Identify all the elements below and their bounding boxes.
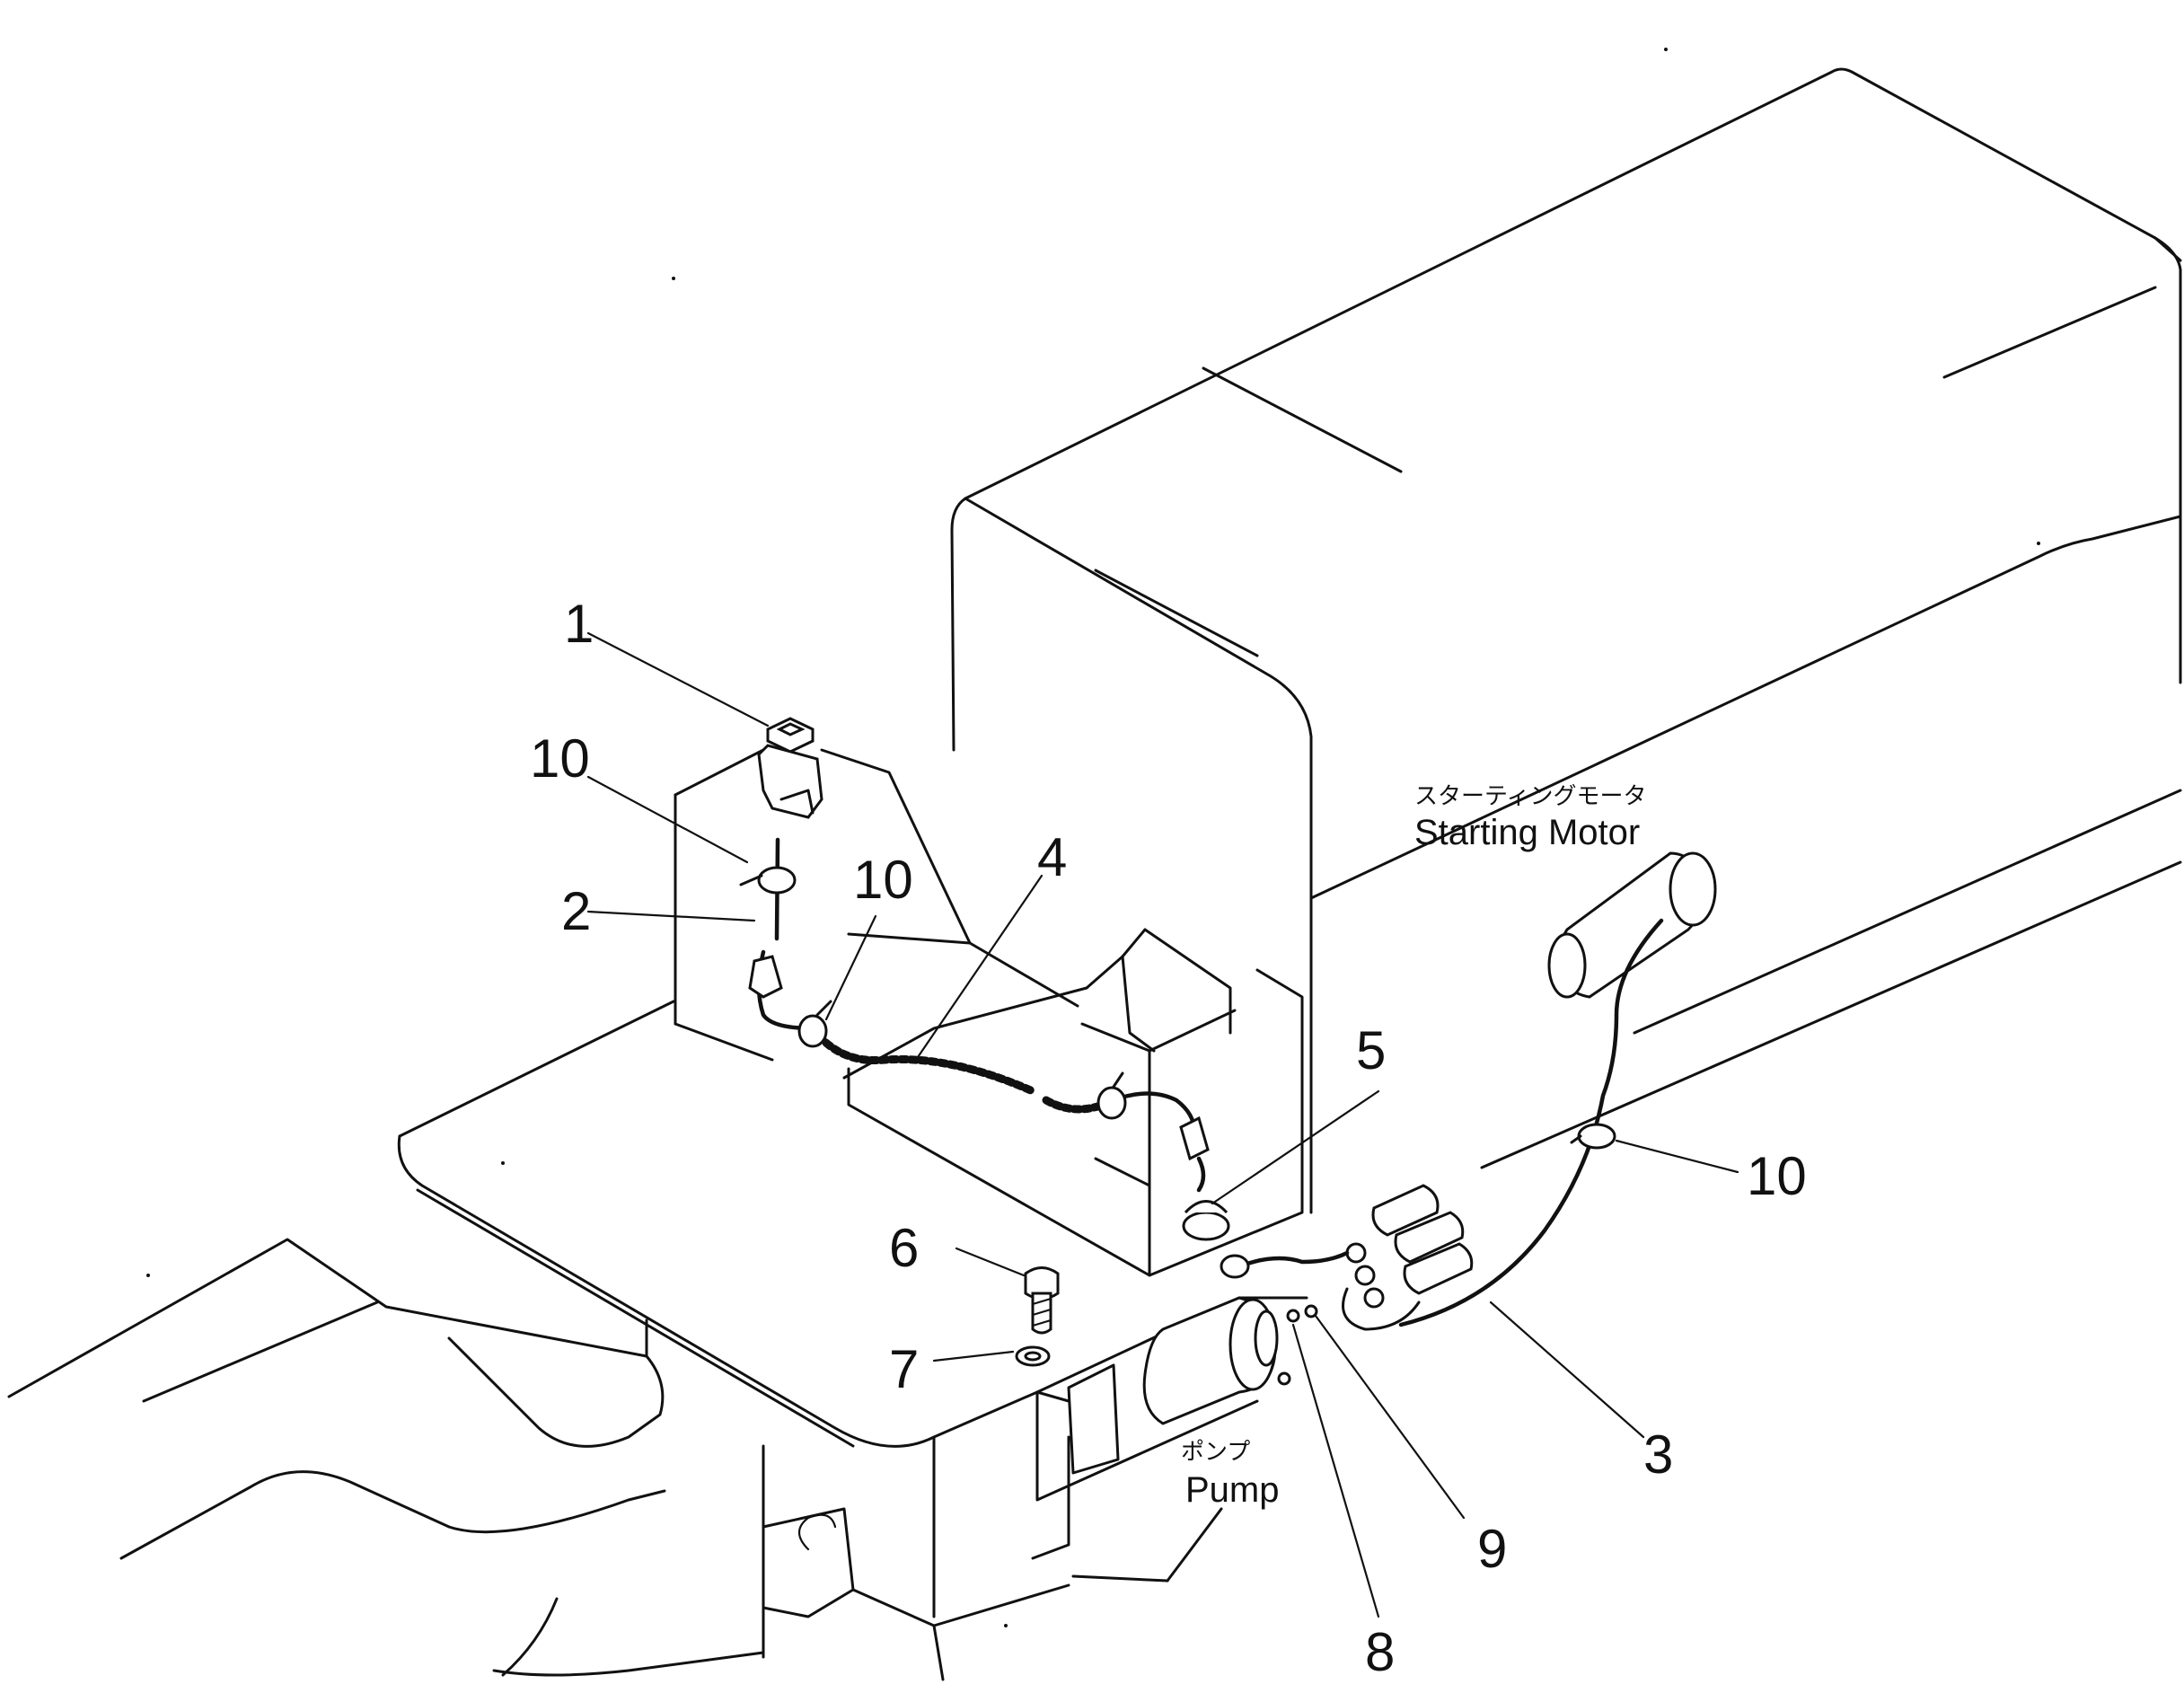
pump-label-jp: ポンプ [1181,1439,1250,1466]
scan-specks [146,48,2040,1627]
callout-5: 5 [1356,1020,1386,1080]
base-plate [397,1000,1070,1448]
callout-9: 9 [1477,1519,1507,1579]
component-labels: スターティングモータ Starting Motor ポンプ Pump [1181,783,1646,1510]
callout-1: 1 [564,594,594,654]
callout-7: 7 [889,1339,919,1399]
leader-lines [586,631,1739,1618]
clamps [739,866,1616,1150]
callout-10-harness: 10 [853,850,913,910]
pump [1142,1296,1318,1425]
callout-labels: 1 10 2 10 4 5 6 7 10 3 9 8 [530,594,1807,1682]
callout-6: 6 [889,1218,919,1278]
relay-group [1342,1184,1474,1331]
callout-3: 3 [1643,1424,1673,1485]
callout-2: 2 [561,881,591,941]
chassis-frame [7,1238,1223,1681]
starting-motor-label: Starting Motor [1414,813,1640,852]
bolt-washer [1015,1266,1060,1367]
starting-motor [1547,851,1717,999]
starting-motor-label-jp: スターティングモータ [1414,783,1646,810]
pump-label: Pump [1185,1470,1280,1510]
grommets [1182,1200,1250,1279]
switch-bracket [674,748,1304,1277]
switch-assembly [748,717,1210,1161]
engine-body [950,67,2182,1214]
callout-8: 8 [1365,1622,1395,1682]
callout-10-motor: 10 [1747,1146,1807,1206]
callout-10-switch: 10 [530,728,590,789]
callout-4: 4 [1037,827,1067,887]
